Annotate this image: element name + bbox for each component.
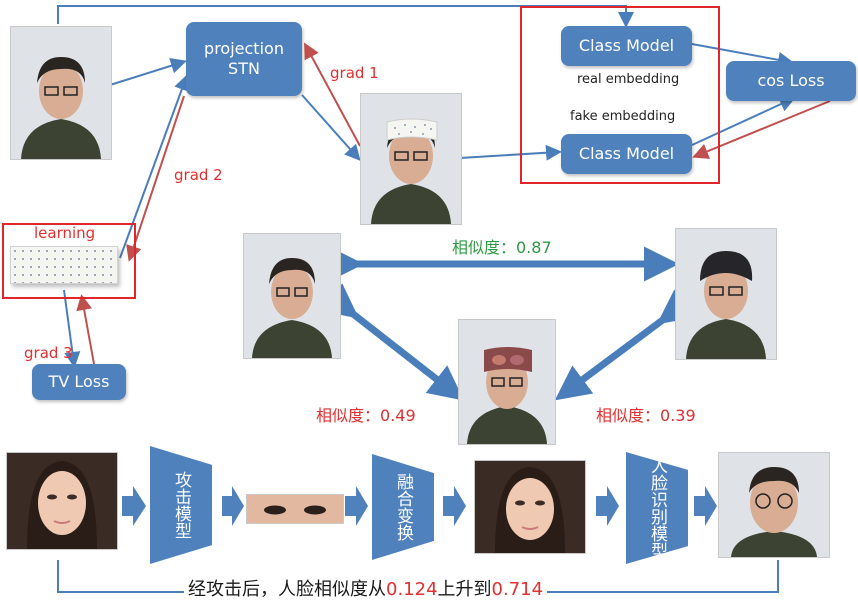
person-with-adversarial-patch-icon	[459, 320, 555, 444]
class-model-top-box: Class Model	[561, 26, 692, 66]
arrow-grad2	[126, 95, 185, 262]
pipeline-chevrons	[122, 486, 717, 526]
arrow-similarity-left	[320, 283, 465, 401]
person-with-patch-icon	[361, 94, 461, 224]
fusion-transform-label: 融合变换	[393, 473, 413, 541]
grad3-label: grad 3	[24, 344, 73, 362]
target-face-male	[718, 452, 830, 558]
arrow-similarity-right	[554, 289, 696, 401]
caption-prefix: 经攻击后，人脸相似度从	[188, 579, 386, 600]
grad1-label: grad 1	[330, 64, 379, 82]
caption-to-value: 0.714	[491, 579, 544, 600]
real-embedding-label: real embedding	[577, 72, 680, 87]
original-face-photo	[10, 26, 112, 160]
cos-loss-box: cos Loss	[726, 61, 856, 101]
arrow-class-bottom-to-cos	[691, 96, 796, 146]
arrow-photo-to-stn	[109, 57, 187, 86]
similarity-top-label: 相似度：0.87	[452, 238, 552, 257]
person-icon	[244, 234, 340, 358]
eyes-icon	[247, 495, 343, 523]
top-feed-line	[57, 5, 634, 28]
arrow-class-top-to-cos	[691, 43, 794, 68]
person-icon	[719, 453, 829, 557]
eye-patch-strip	[246, 494, 344, 524]
similarity-left-label: 相似度：0.49	[316, 406, 416, 425]
arrow-patched-to-class	[459, 144, 562, 161]
learning-patch	[10, 246, 118, 284]
fusion-transform-block: 融合变换	[372, 454, 434, 560]
face-recognition-label: 人脸识别模型	[647, 457, 667, 559]
class-model-bottom-box: Class Model	[561, 134, 692, 174]
arrow-grad3	[76, 294, 95, 365]
projection-stn-box: projection STN	[186, 22, 302, 96]
caption-from-value: 0.124	[386, 579, 438, 600]
face-photo-left	[243, 233, 341, 359]
tv-loss-box: TV Loss	[32, 364, 126, 400]
learning-frame	[2, 223, 136, 299]
grad2-label: grad 2	[174, 166, 223, 184]
class-model-frame	[520, 6, 720, 184]
face-photo-adversarial	[458, 319, 556, 445]
arrow-learning-to-tv	[63, 289, 81, 368]
fused-face-female	[474, 460, 586, 554]
arrow-stn-to-patched	[301, 94, 361, 161]
female-face-icon	[475, 461, 585, 553]
arrow-grad1	[304, 42, 361, 147]
attack-model-block: 攻击模型	[150, 446, 212, 564]
person-with-cap-icon	[676, 229, 776, 359]
face-recognition-block: 人脸识别模型	[626, 452, 688, 564]
person-icon	[11, 27, 111, 159]
face-photo-right-cap	[675, 228, 777, 360]
learning-label: learning	[34, 224, 96, 242]
attack-model-label: 攻击模型	[171, 471, 191, 539]
caption-mid: 上升到	[437, 579, 492, 600]
similarity-right-label: 相似度：0.39	[596, 406, 696, 425]
fake-embedding-label: fake embedding	[570, 109, 676, 124]
arrow-learning-to-stn	[119, 74, 190, 259]
female-face-icon	[7, 453, 117, 549]
source-face-female	[6, 452, 118, 550]
caption: 经攻击后，人脸相似度从0.124上升到0.714	[184, 575, 548, 601]
patched-face-photo	[360, 93, 462, 225]
